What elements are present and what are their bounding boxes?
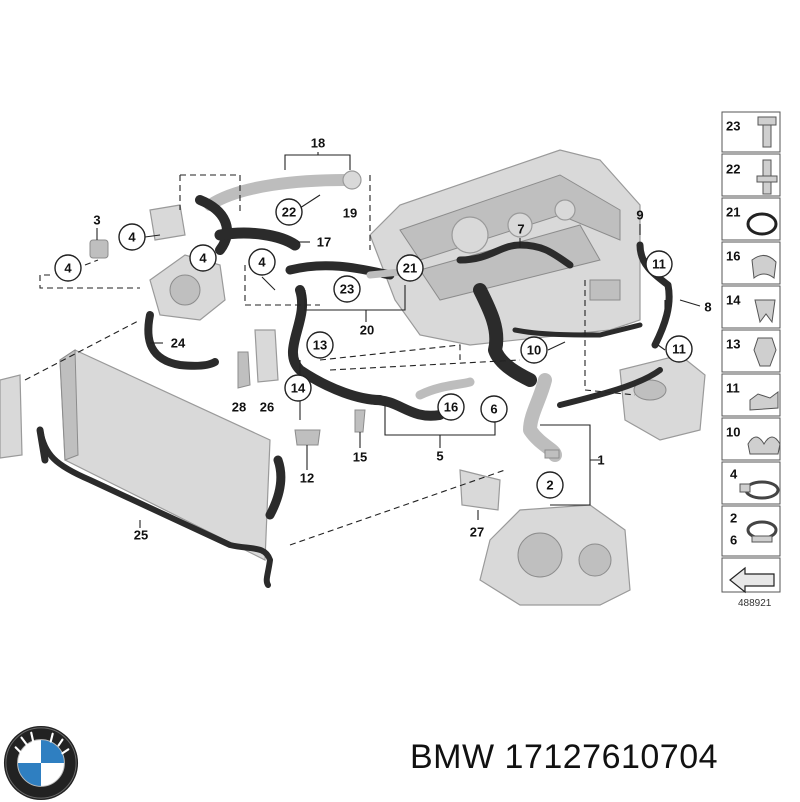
svg-text:23: 23 bbox=[340, 282, 354, 297]
svg-text:6: 6 bbox=[490, 402, 497, 417]
hoses bbox=[36, 174, 673, 588]
legend-panel: 23 22 21 16 bbox=[721, 111, 781, 609]
callout-4b: 4 bbox=[118, 223, 146, 251]
legend-item-11: 11 bbox=[721, 373, 781, 417]
clip-icon bbox=[753, 337, 777, 367]
svg-text:16: 16 bbox=[726, 249, 740, 264]
callout-21: 21 bbox=[396, 254, 424, 282]
svg-text:13: 13 bbox=[726, 337, 740, 352]
svg-text:2: 2 bbox=[546, 478, 553, 493]
callout-4a: 4 bbox=[54, 254, 82, 282]
bolt-icon bbox=[757, 116, 777, 148]
expansion-tank bbox=[619, 354, 706, 441]
svg-text:23: 23 bbox=[726, 119, 740, 134]
callout-4d: 4 bbox=[248, 248, 276, 276]
callout-7: 7 bbox=[517, 222, 524, 237]
callouts-circled: 4 4 4 4 22 23 21 13 14 16 6 10 11 11 2 bbox=[54, 198, 693, 499]
callout-19: 19 bbox=[343, 206, 357, 221]
legend-item-4: 4 bbox=[721, 461, 781, 505]
svg-text:2: 2 bbox=[730, 511, 737, 526]
legend-item-21: 21 bbox=[721, 197, 781, 241]
legend-arrow bbox=[721, 557, 781, 594]
legend-item-13: 13 bbox=[721, 329, 781, 373]
turbo-housing bbox=[479, 504, 631, 606]
callout-25: 25 bbox=[134, 528, 148, 543]
bmw-logo bbox=[3, 725, 79, 801]
callout-9: 9 bbox=[636, 208, 643, 223]
callout-1: 1 bbox=[597, 453, 604, 468]
svg-text:21: 21 bbox=[403, 261, 417, 276]
svg-text:10: 10 bbox=[726, 425, 740, 440]
callout-11b: 11 bbox=[665, 335, 693, 363]
svg-text:4: 4 bbox=[64, 261, 72, 276]
clip-icon bbox=[749, 391, 779, 411]
svg-text:16: 16 bbox=[444, 400, 458, 415]
svg-text:4: 4 bbox=[258, 255, 266, 270]
hose-clamp-icon bbox=[746, 520, 778, 543]
callout-10: 10 bbox=[520, 336, 548, 364]
svg-text:14: 14 bbox=[726, 293, 741, 308]
radiator bbox=[0, 349, 271, 561]
callout-20: 20 bbox=[360, 323, 374, 338]
callout-26: 26 bbox=[260, 400, 274, 415]
callout-18: 18 bbox=[311, 136, 325, 151]
svg-text:10: 10 bbox=[527, 343, 541, 358]
callout-13: 13 bbox=[306, 331, 334, 359]
callout-24: 24 bbox=[171, 336, 186, 351]
callout-23: 23 bbox=[333, 275, 361, 303]
svg-text:22: 22 bbox=[282, 205, 296, 220]
o-ring-icon bbox=[746, 212, 778, 236]
svg-text:11: 11 bbox=[652, 257, 666, 272]
clip-icon bbox=[754, 299, 776, 324]
small-parts bbox=[89, 170, 560, 511]
callout-12: 12 bbox=[300, 471, 314, 486]
callout-5: 5 bbox=[436, 449, 443, 464]
callout-27: 27 bbox=[470, 525, 484, 540]
clip-icon bbox=[747, 436, 781, 455]
callout-8: 8 bbox=[704, 300, 711, 315]
callout-16: 16 bbox=[437, 393, 465, 421]
svg-text:4: 4 bbox=[730, 467, 738, 482]
water-pump bbox=[149, 204, 226, 321]
callout-4c: 4 bbox=[189, 244, 217, 272]
callout-11a: 11 bbox=[645, 250, 673, 278]
callout-22: 22 bbox=[275, 198, 303, 226]
legend-item-22: 22 bbox=[721, 153, 781, 197]
svg-text:4: 4 bbox=[128, 230, 136, 245]
callout-2: 2 bbox=[536, 471, 564, 499]
legend-item-2-6: 2 6 bbox=[721, 505, 781, 557]
legend-item-10: 10 bbox=[721, 417, 781, 461]
legend-item-14: 14 bbox=[721, 285, 781, 329]
svg-text:21: 21 bbox=[726, 205, 740, 220]
svg-text:4: 4 bbox=[199, 251, 207, 266]
svg-text:6: 6 bbox=[730, 533, 737, 548]
legend-item-16: 16 bbox=[721, 241, 781, 285]
callout-15: 15 bbox=[353, 450, 367, 465]
svg-text:14: 14 bbox=[291, 381, 306, 396]
svg-text:22: 22 bbox=[726, 162, 740, 177]
svg-text:11: 11 bbox=[672, 342, 686, 357]
callout-6: 6 bbox=[480, 395, 508, 423]
diagram-ref-number: 488921 bbox=[738, 598, 772, 609]
svg-text:11: 11 bbox=[726, 381, 740, 396]
leader-lines bbox=[24, 152, 701, 546]
callout-17: 17 bbox=[317, 235, 331, 250]
bolt-icon bbox=[756, 159, 778, 195]
clip-icon bbox=[751, 255, 777, 279]
hose-clamp-icon bbox=[739, 480, 780, 500]
legend-item-23: 23 bbox=[721, 111, 781, 153]
footer-part-label: BMW 17127610704 bbox=[410, 738, 719, 776]
callout-14: 14 bbox=[284, 374, 312, 402]
callout-3: 3 bbox=[93, 213, 100, 228]
arrow-icon bbox=[729, 566, 775, 594]
callouts-plain: 18 3 19 17 20 24 28 26 12 15 5 1 27 25 8… bbox=[93, 136, 711, 543]
svg-text:13: 13 bbox=[313, 338, 327, 353]
callout-28: 28 bbox=[232, 400, 246, 415]
